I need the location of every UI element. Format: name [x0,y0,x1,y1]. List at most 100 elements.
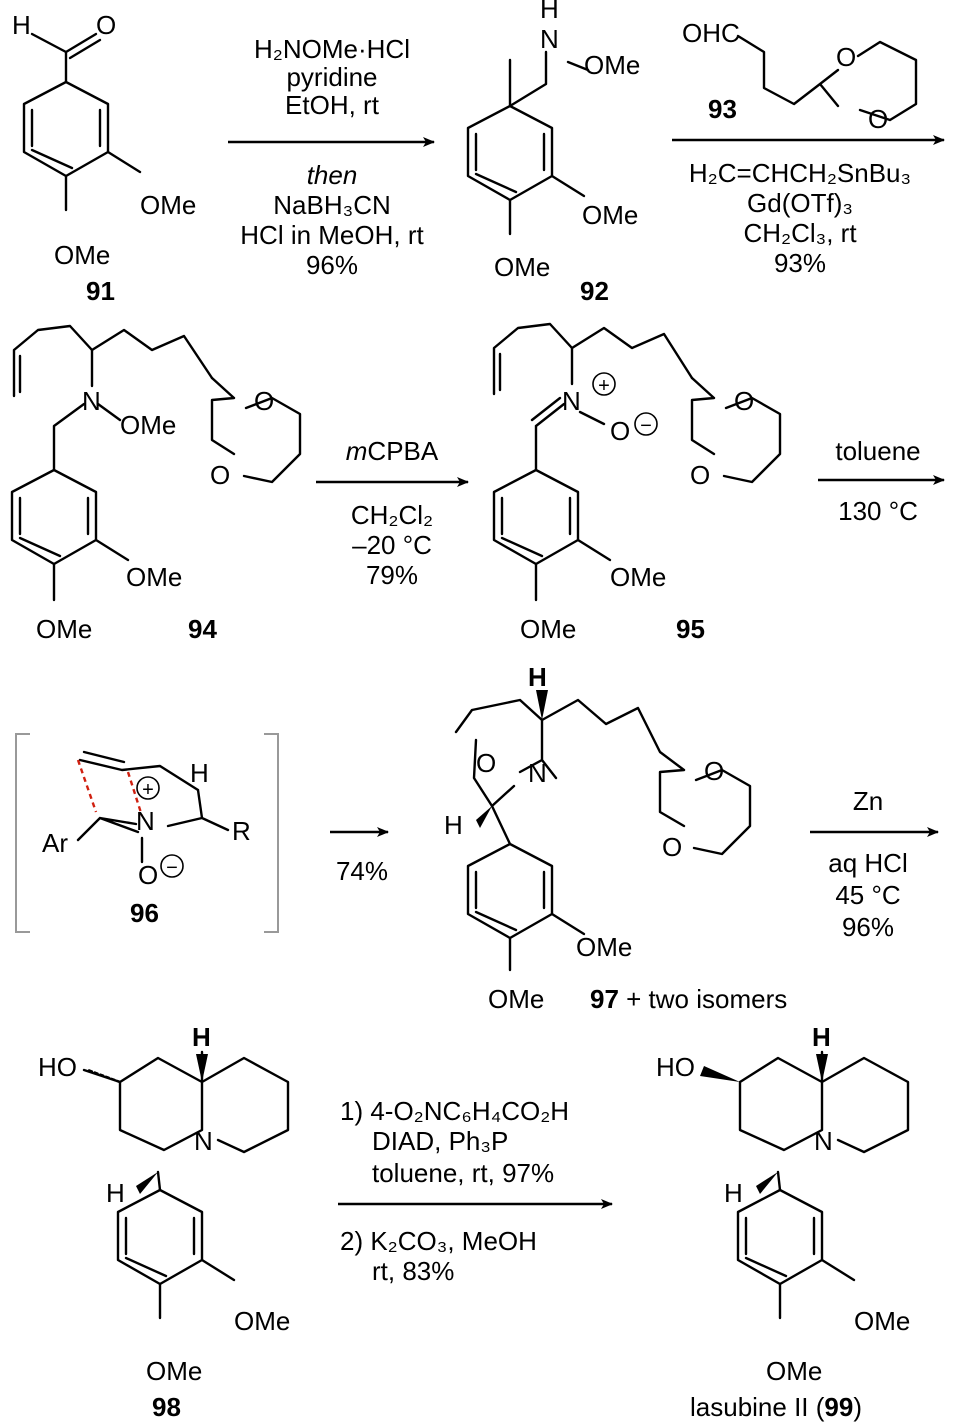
step7-line-2: DIAD, Ph₃P [372,1126,508,1156]
reaction-step-5: 74% [330,827,389,886]
r-group-label: R [232,816,251,846]
stereo-h-top: H [528,662,547,692]
wedge-bond [756,1172,778,1194]
methoxy-meta-label: OMe [576,932,632,962]
nh-h-label: H [540,0,559,24]
dioxane-o2-label: O [868,104,888,134]
methoxy-para-label: OMe [494,252,550,282]
reaction-step-7: 1) 4-O₂NC₆H₄CO₂H DIAD, Ph₃P toluene, rt,… [338,1096,613,1286]
nitrone-o-label: O [138,860,158,890]
n-methoxy-label: OMe [120,410,176,440]
compound-label-93: 93 [708,94,737,124]
step6-reagent-2: aq HCl [828,848,907,878]
compound-93: OHC O O 93 [682,18,918,134]
compound-label-97: 97 + two isomers [590,984,787,1014]
methoxy-meta-label: OMe [126,562,182,592]
compound-label-96: 96 [130,898,159,928]
step1-reagent-2: pyridine [286,62,377,92]
aldehyde-o-label: O [96,10,116,40]
methoxy-meta-label: OMe [582,200,638,230]
reaction-step-4: toluene 130 °C [818,436,945,526]
methoxy-meta-label: OMe [140,190,196,220]
step2-reagent-2: Gd(OTf)₃ [747,188,853,218]
methoxy-para-label: OMe [488,984,544,1014]
amine-n-label: N [540,24,559,54]
methoxy-meta-label: OMe [234,1306,290,1336]
nitrone-n-charge: + [598,375,610,397]
amine-n-label: N [82,386,101,416]
n-methoxy-label: OMe [584,50,640,80]
dioxane-o2-label: O [210,460,230,490]
dioxane-o1-label: O [836,42,856,72]
step1-reagent-3: EtOH, rt [285,90,380,120]
compound-label-95: 95 [676,614,705,644]
nitrone-n-label: N [562,386,581,416]
nitrone-o-charge: − [166,857,178,879]
positive-charge-icon [136,776,160,800]
methoxy-meta-label: OMe [610,562,666,592]
step4-temperature: 130 °C [838,496,918,526]
stereo-h-top: H [812,1022,831,1052]
step6-yield: 96% [842,912,894,942]
step3-reagent-1: mCPBA [346,436,439,466]
step4-solvent: toluene [835,436,920,466]
nitrone-o-label: O [610,416,630,446]
step7-line-5: rt, 83% [372,1256,454,1286]
reaction-step-6: Zn aq HCl 45 °C 96% [810,786,939,942]
compound-label-91: 91 [86,276,115,306]
stereo-h-left: H [106,1178,125,1208]
compound-95: N + O − O O OMe OMe 95 [492,322,782,644]
reaction-step-3: mCPBA CH₂Cl₂ –20 °C 79% [316,436,469,590]
wedge-bond [700,1066,740,1082]
dioxane-o1-label: O [704,756,724,786]
wedge-bond [536,690,548,720]
positive-charge-icon [592,372,616,396]
dioxane-o2-label: O [662,832,682,862]
step6-reagent-1: Zn [853,786,883,816]
step6-temperature: 45 °C [835,880,900,910]
hashed-bond [86,1068,122,1084]
aryl-label: Ar [42,828,68,858]
compound-label-92: 92 [580,276,609,306]
dioxane-o1-label: O [254,386,274,416]
stereo-h-top: H [192,1022,211,1052]
reaction-step-2: H₂C=CHCH₂SnBu₃ Gd(OTf)₃ CH₂Cl₃, rt 93% [672,135,945,278]
compound-98: HO H N H OMe OMe 98 [38,1022,290,1422]
methoxy-para-label: OMe [36,614,92,644]
transition-state-96: Ar N + O − H R 96 [15,733,279,933]
hydroxyl-label: HO [656,1052,695,1082]
step3-temperature: –20 °C [352,530,432,560]
wedge-bond [136,1172,158,1194]
methoxy-meta-label: OMe [854,1306,910,1336]
negative-charge-icon [634,412,658,436]
methoxy-para-label: OMe [766,1356,822,1386]
bridge-n-label: N [528,758,547,788]
step7-line-4: 2) K₂CO₃, MeOH [340,1226,537,1256]
nitrone-n-charge: + [142,779,154,801]
nitrone-n-label: N [136,806,155,836]
step2-yield: 93% [774,248,826,278]
compound-94: N OMe O O OMe OMe 94 [10,324,302,644]
wedge-bond [196,1054,208,1082]
methoxy-para-label: OMe [54,240,110,270]
ring-n-label: N [814,1126,833,1156]
step1-yield: 96% [306,250,358,280]
methoxy-para-label: OMe [520,614,576,644]
stereo-h-left: H [444,810,463,840]
step1-reagent-1: H₂NOMe·HCl [254,34,410,64]
methoxy-para-label: OMe [146,1356,202,1386]
compound-92: H N OMe OMe OMe 92 [466,0,640,306]
bridge-o-label: O [476,748,496,778]
dioxane-o2-label: O [690,460,710,490]
negative-charge-icon [160,854,184,878]
dioxane-o1-label: O [734,386,754,416]
step2-reagent-3: CH₂Cl₃, rt [743,218,857,248]
step2-reagent-1: H₂C=CHCH₂SnBu₃ [689,158,911,188]
compound-label-98: 98 [152,1392,181,1422]
step3-yield: 79% [366,560,418,590]
reaction-step-1: H₂NOMe·HCl pyridine EtOH, rt then NaBH₃C… [228,34,435,280]
ring-n-label: N [194,1126,213,1156]
compound-91: H O OMe OMe 91 [12,10,196,306]
compound-name-lasubine-ii: lasubine II (99) [690,1392,862,1422]
